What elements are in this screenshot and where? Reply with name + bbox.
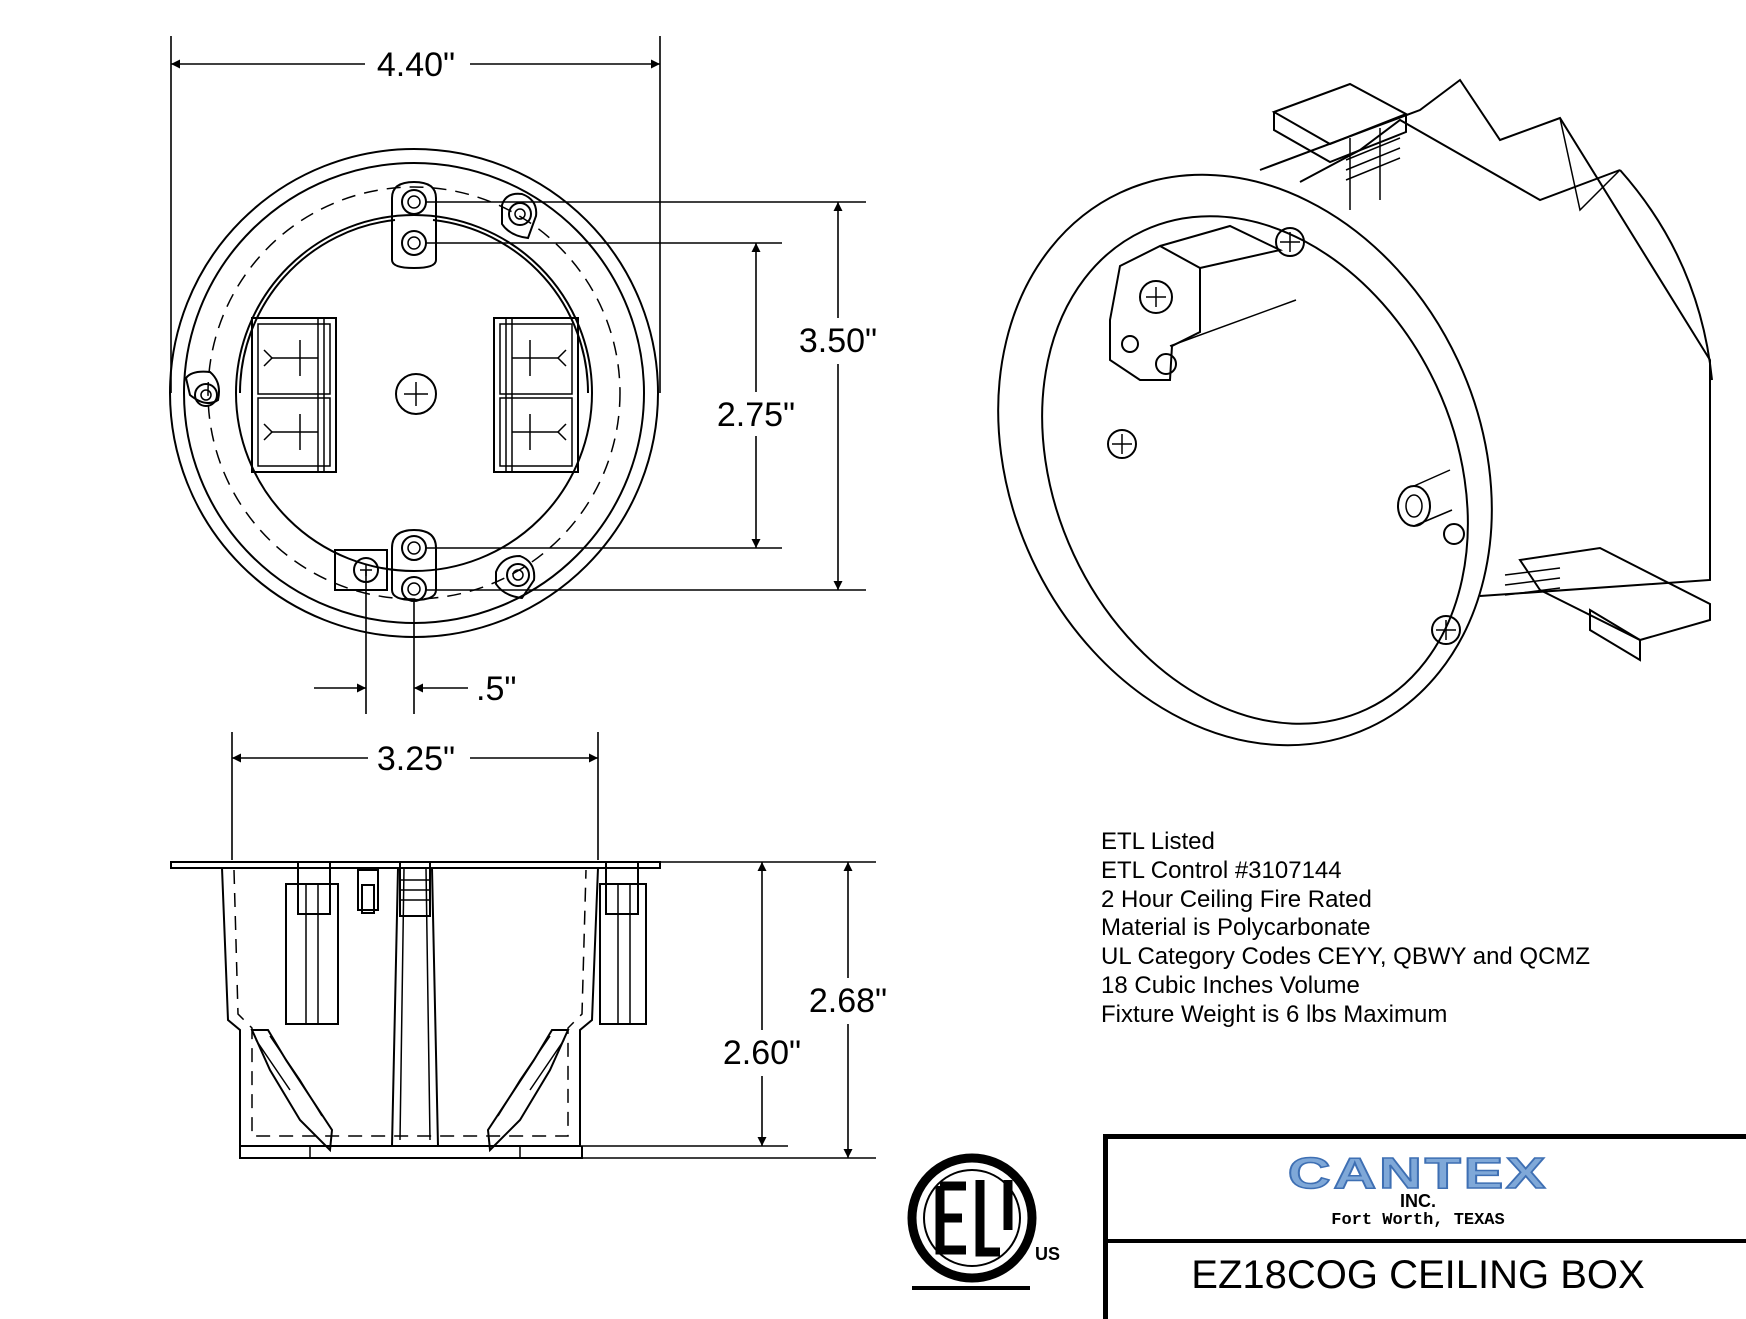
bottom-mounting-tab <box>335 530 436 601</box>
top-view: 4.40" 3.50" 2.75" .5" <box>170 36 877 714</box>
part-title: EZ18COG CEILING BOX <box>1108 1253 1728 1298</box>
etl-country-mark: US <box>1035 1244 1060 1264</box>
side-lug-top-right <box>502 194 536 238</box>
company-suffix: INC. <box>1108 1191 1728 1212</box>
isometric-view <box>907 80 1712 827</box>
dim-body-width: 3.25" <box>377 740 455 778</box>
spec-item: ETL Listed <box>1101 828 1590 857</box>
spec-item: ETL Control #3107144 <box>1101 857 1590 886</box>
dim-hole-spacing-outer: 3.50" <box>799 322 877 360</box>
dim-body-depth: 2.60" <box>723 1034 801 1072</box>
spec-item: 18 Cubic Inches Volume <box>1101 972 1590 1001</box>
right-cable-clamp <box>494 318 578 472</box>
spec-item: 2 Hour Ceiling Fire Rated <box>1101 886 1590 915</box>
spec-list: ETL Listed ETL Control #3107144 2 Hour C… <box>1101 828 1590 1030</box>
dim-offset: .5" <box>476 670 516 708</box>
flange-screw-icon <box>1432 616 1460 644</box>
top-mounting-tab <box>392 182 436 268</box>
dim-overall-diameter: 4.40" <box>377 46 455 84</box>
spec-item: Fixture Weight is 6 lbs Maximum <box>1101 1001 1590 1030</box>
company-logo-area: CANTEX INC. Fort Worth, TEXAS <box>1108 1139 1746 1243</box>
center-screw-icon <box>396 374 436 414</box>
side-view: 3.25" 2.68" 2.60" <box>171 732 887 1158</box>
title-block: CANTEX INC. Fort Worth, TEXAS EZ18COG CE… <box>1103 1134 1746 1319</box>
dim-hole-spacing-inner: 2.75" <box>717 396 795 434</box>
spec-item: Material is Polycarbonate <box>1101 914 1590 943</box>
flange-screw-icon <box>1108 430 1136 458</box>
spec-item: UL Category Codes CEYY, QBWY and QCMZ <box>1101 943 1590 972</box>
side-lug-left <box>186 372 219 406</box>
flange-screw-icon <box>1276 228 1304 256</box>
left-cable-clamp <box>252 318 336 472</box>
dim-overall-depth: 2.68" <box>809 982 887 1020</box>
company-location: Fort Worth, TEXAS <box>1108 1211 1728 1230</box>
